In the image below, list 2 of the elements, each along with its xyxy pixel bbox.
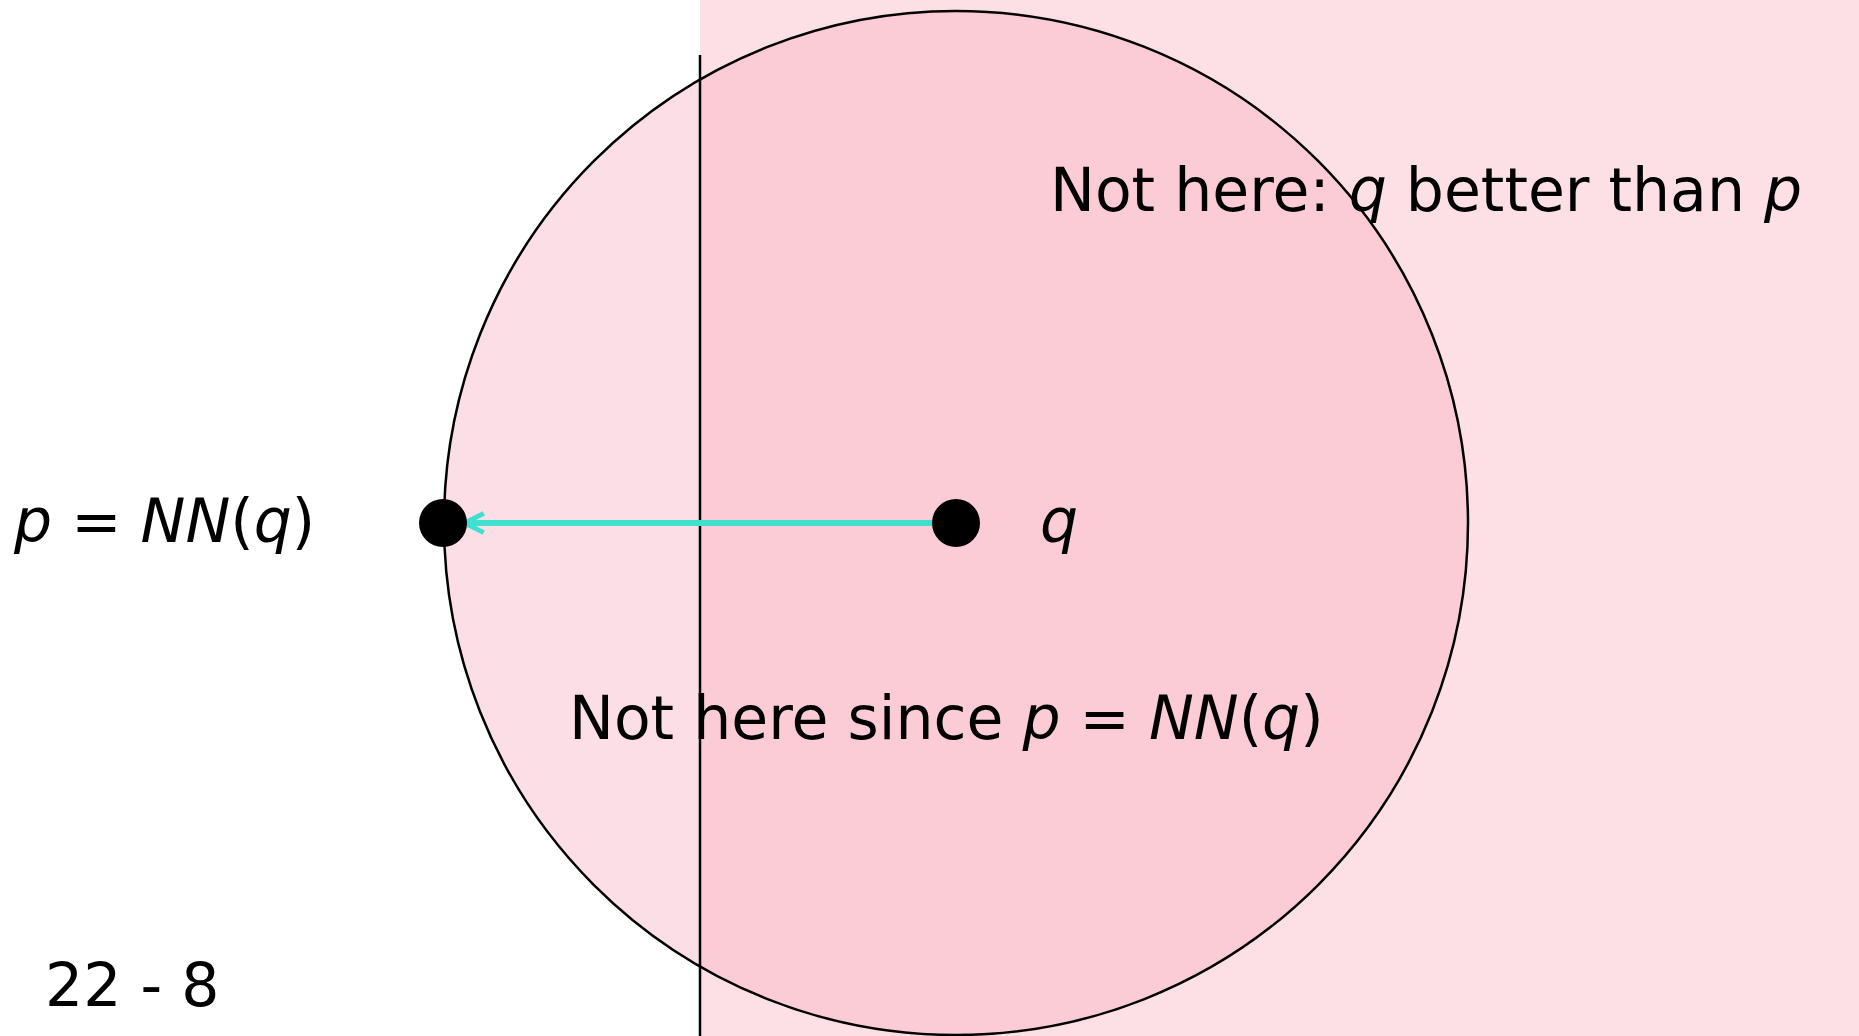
slide-number: 22 - 8: [45, 955, 220, 1015]
point: [419, 499, 467, 547]
